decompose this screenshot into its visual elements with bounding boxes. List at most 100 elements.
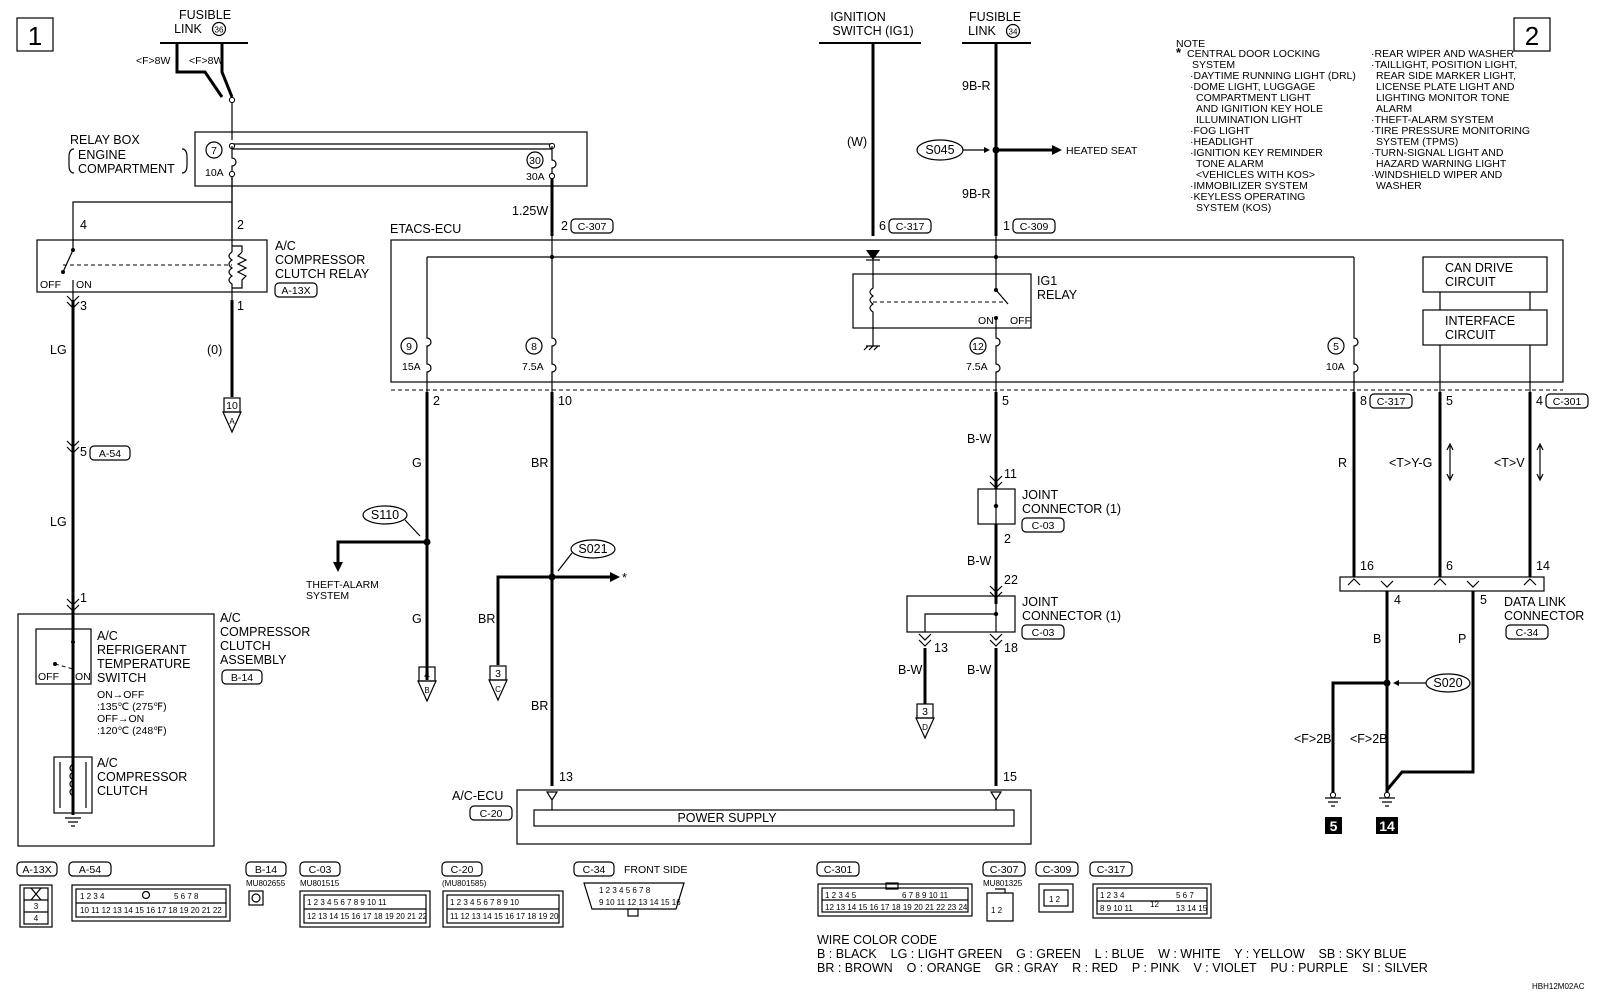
fuse-number-circle bbox=[1327, 337, 1345, 355]
temp-switch-label: SWITCH bbox=[97, 671, 146, 685]
pin-label: 5 bbox=[1446, 394, 1453, 408]
pin-label: 5 bbox=[1002, 394, 1009, 408]
note-line: ·THEFT-ALARM SYSTEM bbox=[1371, 114, 1494, 126]
wire-label: <T>V bbox=[1494, 456, 1525, 470]
figure-code: HBH12M02AC bbox=[1532, 982, 1585, 991]
connector-tag bbox=[469, 805, 513, 821]
ac-ecu-connector: C-20 bbox=[480, 808, 503, 820]
connector-view-c307: C-307 MU801325 1 2 bbox=[982, 861, 1026, 922]
pin-label: 15 bbox=[1003, 770, 1017, 784]
wire-label: R bbox=[1338, 456, 1347, 470]
note-line: SYSTEM bbox=[1192, 59, 1235, 71]
temp-switch-label: TEMPERATURE bbox=[97, 657, 191, 671]
fuse-number-circle bbox=[969, 337, 987, 355]
connector-part: MU802655 bbox=[246, 879, 286, 888]
terminal bbox=[548, 172, 556, 180]
interface-out bbox=[1439, 345, 1531, 392]
connector-c309: C-309 bbox=[1020, 221, 1049, 233]
note-line: REAR SIDE MARKER LIGHT, bbox=[1376, 70, 1516, 82]
svg-text:8 9 10 11: 8 9 10 11 bbox=[1100, 904, 1133, 913]
ignition-switch-label: SWITCH (IG1) bbox=[832, 24, 913, 38]
dlc-box bbox=[1339, 576, 1545, 592]
svg-text:12: 12 bbox=[1150, 900, 1159, 909]
switch-spec: :135℃ (275℉) bbox=[97, 701, 167, 713]
splice-s045: S045 bbox=[925, 143, 954, 157]
star-marker: * bbox=[622, 571, 627, 585]
dlc-pin: 16 bbox=[1360, 559, 1374, 573]
connector-view-c301: C-301 1 2 3 4 5 6 7 8 9 10 11 12 13 14 1… bbox=[816, 861, 973, 917]
etacs-fuse-rating: 15A bbox=[402, 361, 421, 373]
pin-label: 4 bbox=[1536, 394, 1543, 408]
dlc-label: DATA LINK bbox=[1504, 595, 1567, 609]
power-supply-box bbox=[533, 809, 1015, 827]
can-link bbox=[1439, 292, 1531, 310]
connector-tag bbox=[1012, 218, 1056, 234]
connector-part: MU801515 bbox=[300, 879, 340, 888]
ground-symbol bbox=[1325, 797, 1341, 807]
pin-label: 2 bbox=[433, 394, 440, 408]
connector-view-c309: C-309 1 2 bbox=[1035, 861, 1079, 913]
ground-ref-number: 3 bbox=[495, 668, 501, 680]
connector-tag bbox=[1021, 624, 1065, 640]
etacs-fuse-12 bbox=[995, 326, 1001, 392]
svg-text:10 11 12 13 14 15 16 17 18 19: 10 11 12 13 14 15 16 17 18 19 20 21 22 bbox=[80, 906, 222, 915]
clutch-core bbox=[59, 762, 87, 808]
note-line: ·REAR WIPER AND WASHER bbox=[1371, 48, 1515, 60]
ac-ecu-title: A/C-ECU bbox=[452, 789, 503, 803]
note-line: ·HEADLIGHT bbox=[1190, 136, 1254, 148]
joint-connector-label: JOINT bbox=[1022, 488, 1058, 502]
splice-ellipse bbox=[570, 539, 616, 559]
ac-relay-pin: 2 bbox=[237, 218, 244, 232]
etacs-title: ETACS-ECU bbox=[390, 222, 461, 236]
arrow-icon bbox=[984, 147, 990, 153]
ground-ref-letter: D bbox=[922, 723, 928, 732]
wire-br-ground bbox=[496, 575, 552, 665]
switch-spec: :120℃ (248℉) bbox=[97, 725, 167, 737]
dlc-connector: C-34 bbox=[1516, 627, 1539, 639]
svg-text:5 6 7: 5 6 7 bbox=[1176, 891, 1194, 900]
fuse-number-circle bbox=[205, 141, 223, 159]
pin-label: 8 bbox=[1360, 394, 1367, 408]
ac-relay-pin: 3 bbox=[80, 299, 87, 313]
connector-a54: A-54 bbox=[99, 448, 121, 460]
note-line: ·DAYTIME RUNNING LIGHT (DRL) bbox=[1190, 70, 1356, 82]
ac-assembly-label: A/C bbox=[220, 611, 241, 625]
connector-tag bbox=[1505, 624, 1549, 640]
wire-label: <F>2B bbox=[1294, 732, 1332, 746]
can-drive-box bbox=[1422, 256, 1548, 293]
joint-connector-label: CONNECTOR (1) bbox=[1022, 609, 1121, 623]
junction bbox=[993, 611, 999, 617]
clutch-coil bbox=[69, 757, 75, 813]
arrow-icon bbox=[1052, 145, 1062, 155]
relay-coil bbox=[228, 251, 234, 288]
ig1-relay-box bbox=[852, 273, 1032, 329]
ground-ref-triangle bbox=[915, 717, 935, 740]
fuse-7 bbox=[231, 146, 237, 172]
connector-tag bbox=[1021, 517, 1065, 533]
pin-label: 2 bbox=[561, 219, 568, 233]
wire-label: LG bbox=[50, 515, 67, 529]
fuse-30-rating: 30A bbox=[526, 171, 545, 183]
note-line: ·KEYLESS OPERATING bbox=[1190, 191, 1305, 203]
ground-point-14: 14 bbox=[1379, 818, 1395, 834]
wire-label: G bbox=[412, 612, 422, 626]
wire-label: P bbox=[1458, 632, 1466, 646]
etacs-fuse-5 bbox=[1353, 257, 1359, 392]
temp-switch-label: A/C bbox=[97, 629, 118, 643]
connector-tag bbox=[888, 218, 932, 234]
etacs-fuse-number: 5 bbox=[1333, 341, 1339, 353]
note-line: HAZARD WARNING LIGHT bbox=[1376, 158, 1507, 170]
relay-switch bbox=[62, 238, 74, 300]
fusible-link-36-label: LINK bbox=[174, 22, 202, 36]
ac-ecu-inputs bbox=[551, 800, 997, 810]
connector-view-a54: A-54 1 2 3 4 5 6 7 8 10 11 12 13 14 15 1… bbox=[68, 861, 231, 922]
connector-c301: C-301 bbox=[1553, 396, 1582, 408]
joint-connector-label: CONNECTOR (1) bbox=[1022, 502, 1121, 516]
relay-on: ON bbox=[76, 279, 92, 291]
note-line: ILLUMINATION LIGHT bbox=[1196, 114, 1303, 126]
clutch-label: COMPRESSOR bbox=[97, 770, 187, 784]
note-line: ·WINDSHIELD WIPER AND bbox=[1371, 169, 1503, 181]
switch-link bbox=[54, 663, 74, 670]
splice-s110: S110 bbox=[371, 508, 399, 522]
connector-view-c317: C-317 1 2 3 4 5 6 7 8 9 10 11 12 13 14 1… bbox=[1089, 861, 1212, 919]
